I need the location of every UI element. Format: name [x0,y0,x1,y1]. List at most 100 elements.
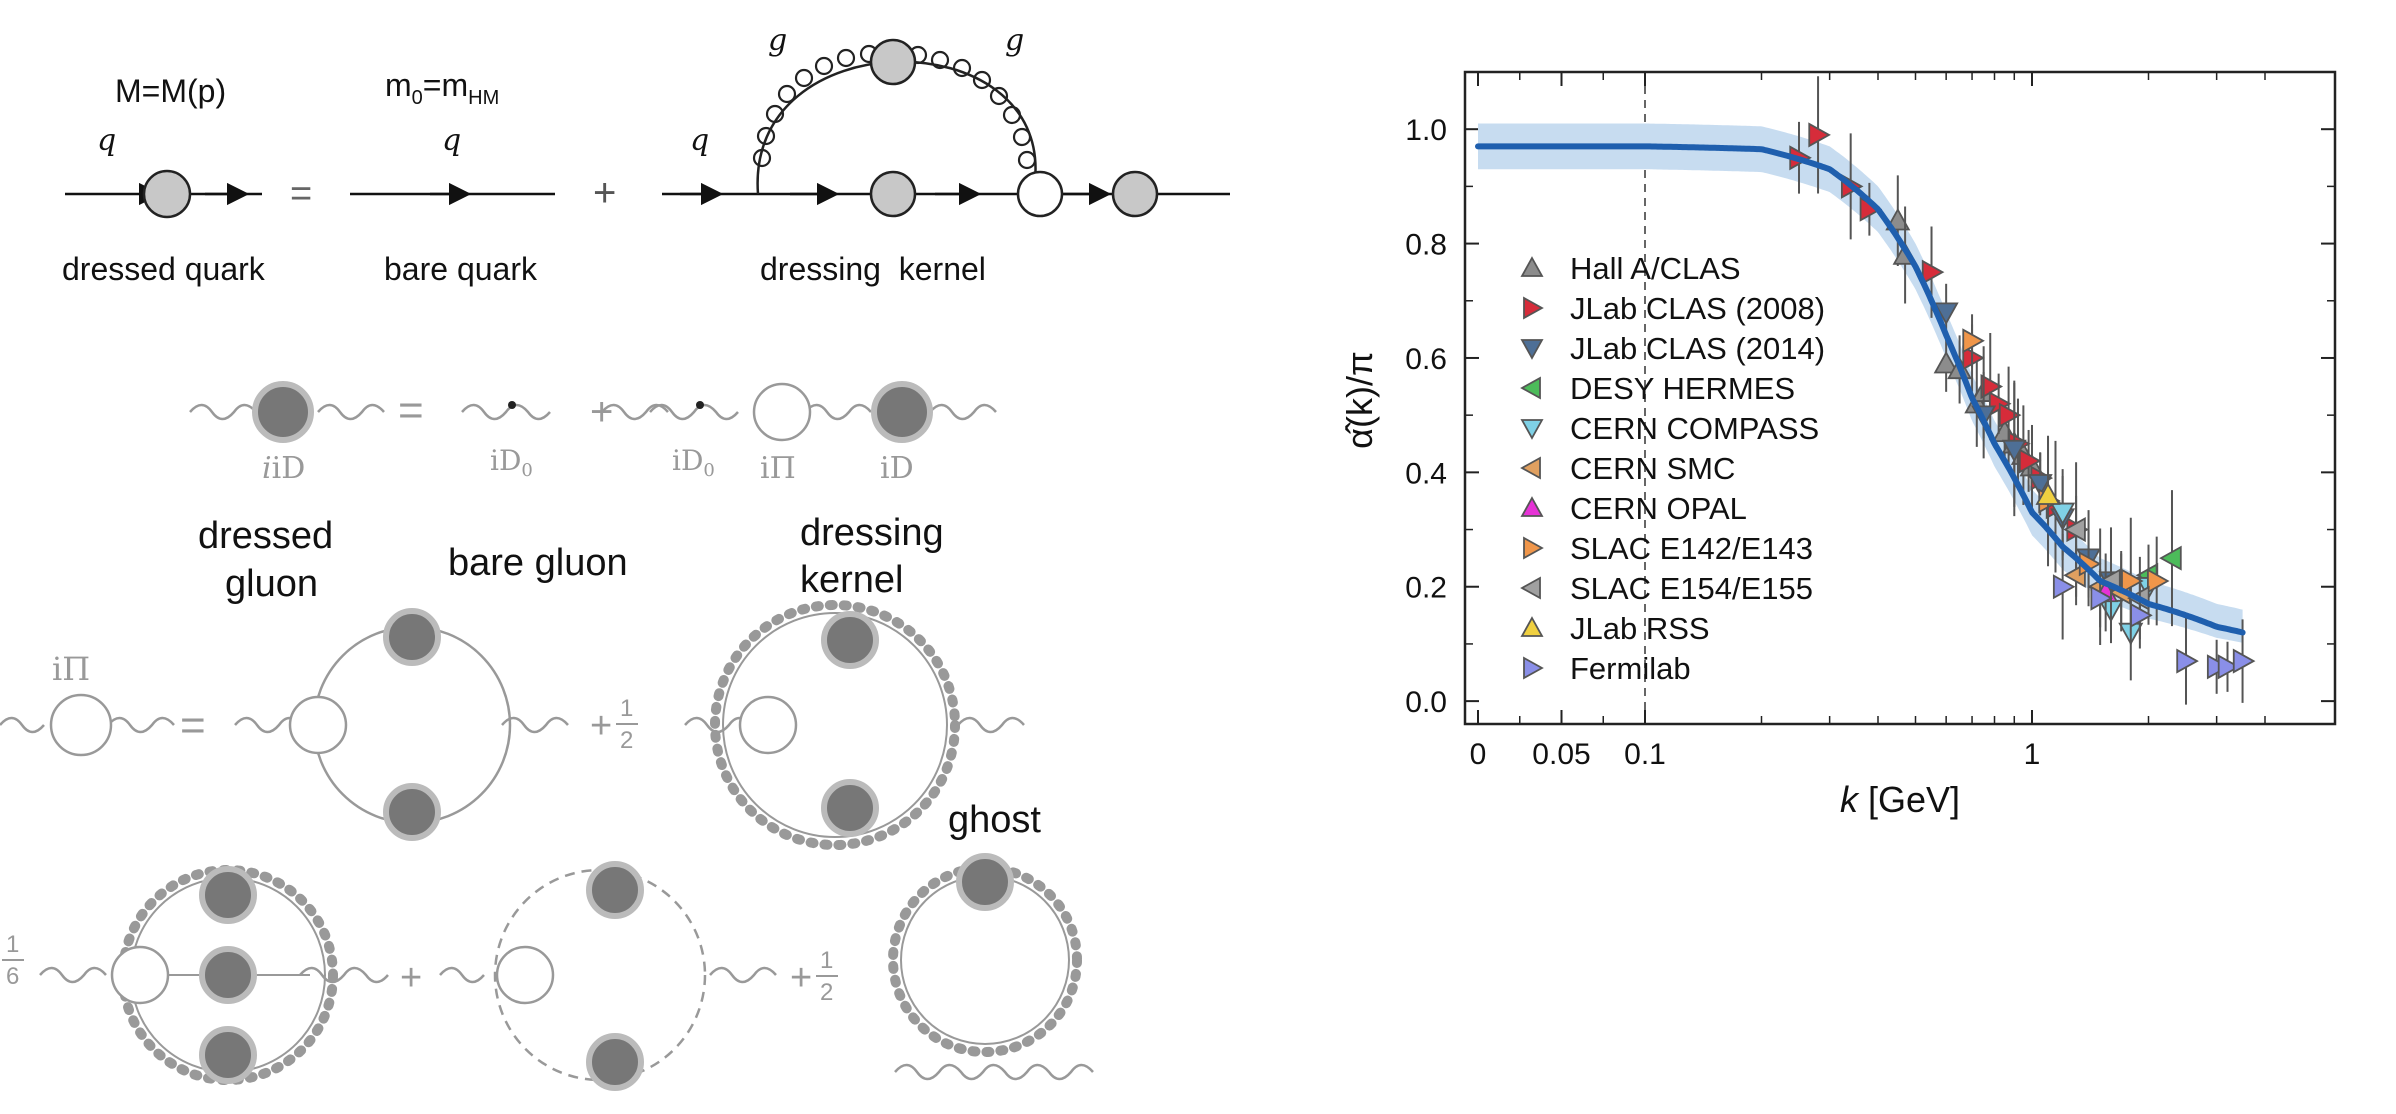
gluon-gap-equation: = + iiD iD0 iD0 iΠ iD dressed gluon bare… [189,381,997,605]
data-point [1998,402,2022,428]
dressed-gluon-caption: gluon [225,563,318,605]
symbol-iPi: iΠ [760,451,796,486]
dressed-quark-diagram: q [65,123,262,219]
polarization-blob [752,382,812,442]
data-point [1921,259,1945,285]
legend-label: JLab RSS [1570,611,1710,646]
dressed-gluon-blob [871,381,933,443]
y-tick-label: 1.0 [1405,114,1447,147]
dressed-gluon-blob [956,853,1014,911]
coupling-curve [1475,143,2246,636]
gluon-wiggle [804,403,872,421]
vertex-blob [288,695,348,755]
y-tick-label: 0.0 [1405,686,1447,719]
symbol-iPi: iΠ [52,650,90,688]
running-mass-label: M=M(p) [115,73,226,109]
mass-hm-label: m0=mHM [385,67,499,109]
data-point [2063,517,2086,543]
gluon-label-right: g [1005,23,1024,58]
gluon-loops [752,44,1037,170]
symbol-iD0: iD0 [672,444,715,481]
data-point [2206,654,2230,680]
data-point [2050,502,2076,526]
data-point [2147,568,2170,594]
gluon-wiggle [317,403,385,421]
gluon-loop [710,600,960,850]
dressed-gluon-blob [821,779,879,837]
legend-marker [1520,496,1544,517]
x-tick-label: 0.1 [1624,738,1666,771]
legend-marker [1520,376,1541,400]
legend-marker [1520,339,1544,360]
plus-sign: + [590,390,613,434]
fraction-denominator: 2 [620,727,633,754]
data-point [2176,648,2199,674]
gluon-self-energy: iΠ = + 1 2 ghost 1 6 [0,600,1094,1091]
equals-sign: = [398,386,424,435]
data-point [2217,654,2241,680]
gluon-loop [722,612,948,838]
x-tick-label: 0.05 [1532,738,1590,771]
symbol-iD: iD [880,451,914,486]
x-tick-label: 0 [1470,738,1487,771]
quark-gap-equation: M=M(p) m0=mHM q = q + [62,23,1230,287]
plus-sign: + [593,171,616,215]
gluon-wiggle [709,966,777,984]
data-point [2052,574,2076,600]
legend-label: SLAC E142/E143 [1570,531,1813,566]
gluon-wiggle [0,716,45,734]
symbol-iD: iiD [262,451,305,486]
plus-sign: + [590,705,612,747]
symbol-iD0: iD0 [490,444,533,481]
kernel-out-blob [1111,170,1159,218]
dressed-quark-caption: dressed quark [62,251,266,287]
legend-marker [1523,656,1544,680]
gluon-label-left: g [768,23,787,58]
data-point [2232,648,2256,674]
bare-quark-diagram: q [350,123,555,206]
data-point [2130,602,2153,628]
legend-marker [1523,296,1544,320]
gluon-wiggle [501,716,569,734]
y-tick-label: 0.8 [1405,229,1447,262]
legend-label: DESY HERMES [1570,371,1795,406]
legend-marker [1520,419,1544,440]
y-tick-label: 0.4 [1405,457,1447,490]
data-point [2018,448,2042,474]
equals-sign: = [290,173,312,215]
equals-sign: = [180,701,206,750]
x-axis-label: k [GeV] [1840,779,1960,820]
data-point [2027,474,2053,497]
gluon-kernel-caption: dressing [800,512,944,554]
bare-vertex-dot [508,401,516,409]
momentum-label-kernel: q [690,123,709,158]
dressed-ghost-blob [586,861,644,919]
legend-label: JLab CLAS (2008) [1570,291,1825,326]
dressed-quark-blob [383,783,441,841]
fraction-denominator: 6 [6,963,19,990]
data-point [2121,568,2144,594]
gluon-wiggle [894,1063,1094,1081]
gluon-wiggle [39,966,107,984]
dressed-gluon-blob [821,611,879,669]
gluon-wiggle [929,403,997,421]
y-axis: 0.00.20.40.60.81.0 [1405,114,2335,719]
dressed-gluon-caption: dressed [198,515,333,557]
fraction-numerator: 1 [6,931,19,958]
momentum-label: q [97,123,116,158]
legend-label: CERN COMPASS [1570,411,1819,446]
quark-kernel-caption: dressing kernel [760,251,986,287]
data-point [1808,122,1831,148]
dressed-propagator-blob [142,169,192,219]
kernel-gluon-blob [869,38,917,86]
dressed-gluon-blob [199,1026,257,1084]
quark-kernel-diagram: q g g [662,23,1230,218]
gluon-wiggle [439,966,485,984]
gluon-wiggle [461,403,551,421]
legend-label: Hall A/CLAS [1570,251,1741,286]
gluon-kernel-caption: kernel [800,559,904,601]
data-point [1962,345,1985,371]
